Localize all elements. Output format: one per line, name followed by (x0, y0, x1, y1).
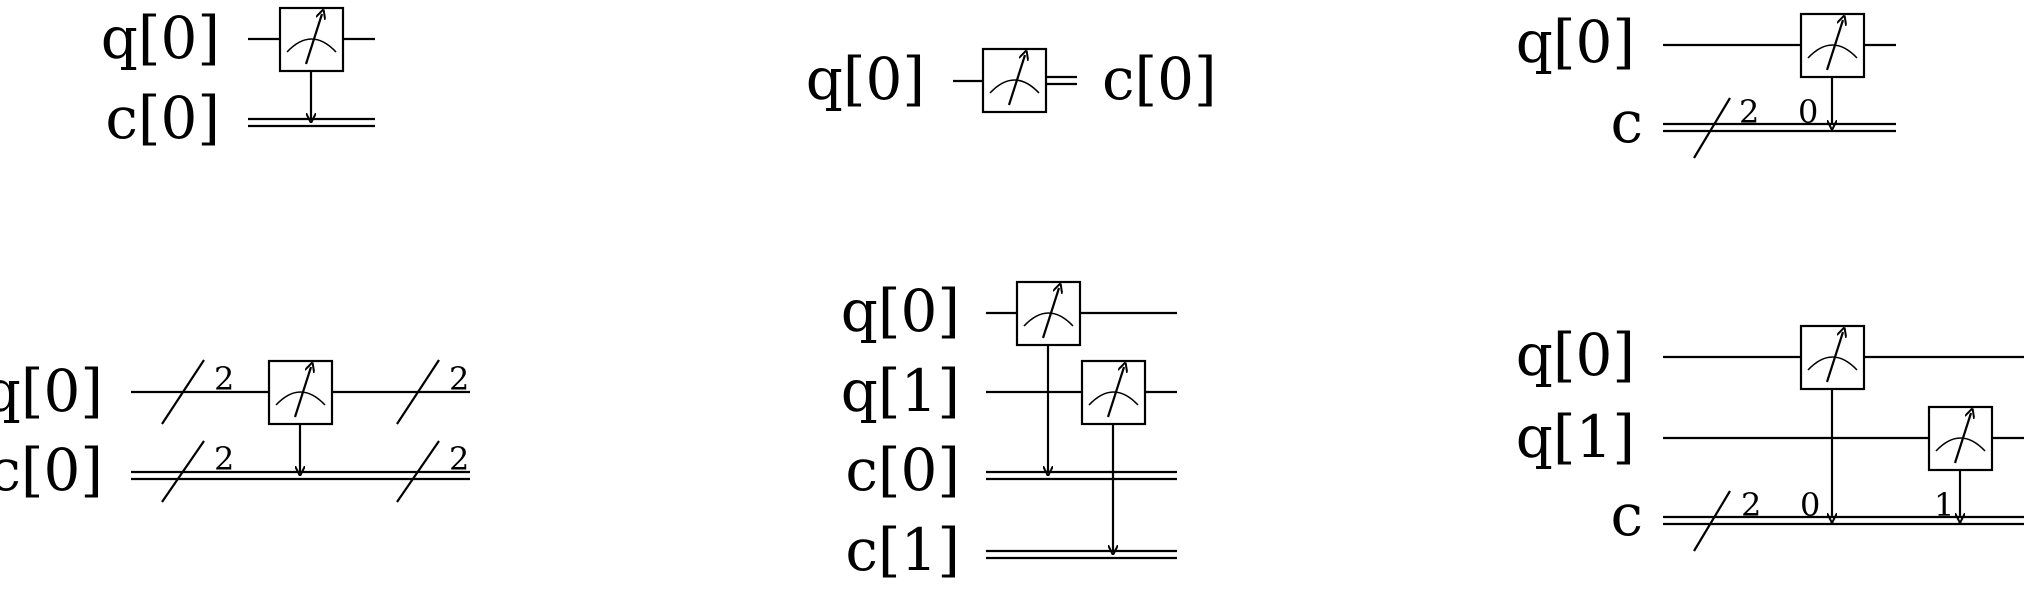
qubit-label-q0: q[0] (1516, 8, 1635, 76)
qubit-label-q0: q[0] (806, 45, 925, 113)
meter-icon (1080, 359, 1147, 426)
meter-icon (1015, 280, 1082, 347)
meter-icon (1799, 324, 1866, 391)
classical-label-c0: c[0] (105, 84, 220, 152)
meter-icon (1799, 12, 1866, 79)
bundle-count: 2 (449, 360, 469, 398)
classical-label-c0: c[0] (1102, 45, 1217, 113)
diagram-measure-classical-register: q[0] c 2 0 (1516, 8, 1896, 159)
qubit-label-q0: q[0] (841, 277, 960, 345)
bundle-slash (161, 359, 205, 425)
meter-icon (1927, 405, 1994, 472)
bundle-count: 2 (1739, 93, 1759, 131)
meter-icon (278, 6, 345, 73)
bundle-count: 2 (1741, 486, 1761, 524)
classical-register-label-c: c (1611, 481, 1643, 549)
bundle-slash (1693, 490, 1731, 552)
meter-icon (981, 47, 1048, 114)
qubit-label-q1: q[1] (1516, 403, 1635, 471)
bit-index: 0 (1798, 93, 1818, 131)
bundle-slash (396, 359, 440, 425)
classical-label-c0: c[0] (0, 436, 103, 504)
qubit-label-q0: q[0] (0, 357, 103, 425)
diagram-measure-classical-wire: q[0] c[0] (101, 4, 375, 152)
qubit-label-q1: q[1] (841, 357, 960, 425)
meter-icon (267, 359, 334, 426)
classical-register-label-c: c (1611, 88, 1643, 156)
bit-index: 0 (1800, 486, 1820, 524)
bit-index: 1 (1934, 486, 1954, 524)
bundle-slash (1693, 97, 1731, 159)
diagram-measure-bundled-wires: q[0] c[0] 2 2 2 2 (0, 357, 470, 504)
bundle-count: 2 (449, 440, 469, 478)
diagram-measure-inline-output: q[0] c[0] (806, 45, 1217, 114)
bundle-slash (161, 440, 205, 503)
bundle-slash (396, 440, 440, 503)
classical-label-c1: c[1] (845, 516, 960, 584)
diagram-two-qubit-register-measurement: q[0] q[1] c 2 0 1 (1516, 321, 2024, 552)
qubit-label-q0: q[0] (101, 4, 220, 72)
classical-label-c0: c[0] (845, 436, 960, 504)
diagram-two-qubit-measurement: q[0] q[1] c[0] c[1] (841, 277, 1177, 584)
qubit-label-q0: q[0] (1516, 321, 1635, 389)
bundle-count: 2 (214, 360, 234, 398)
bundle-count: 2 (214, 440, 234, 478)
